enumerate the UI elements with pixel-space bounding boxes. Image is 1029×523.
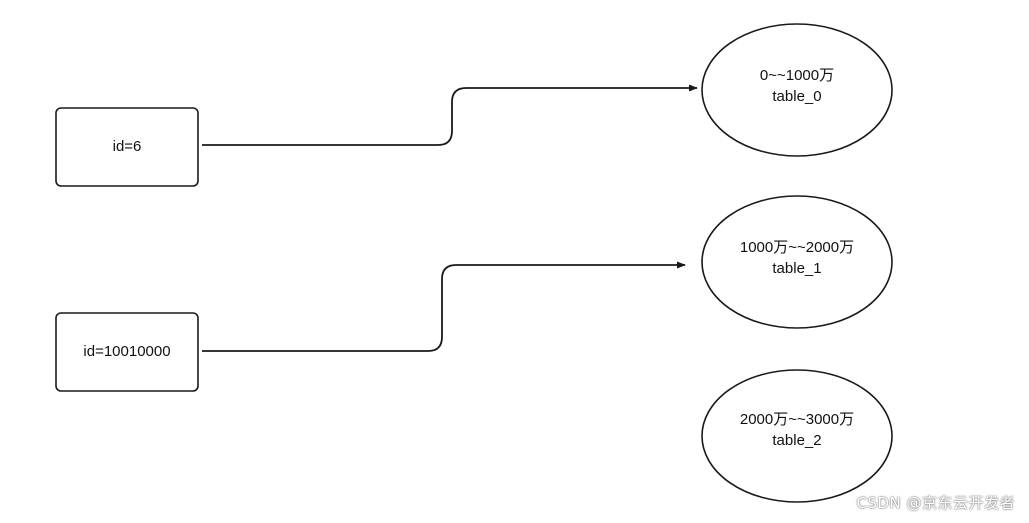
source-node: id=10010000 [55,312,199,392]
table-0-ellipse [701,23,893,157]
target-node: 1000万~~2000万 table_1 [701,195,893,329]
table-1-ellipse [701,195,893,329]
table-2-ellipse [701,369,893,503]
table-label: table_0 [772,88,821,105]
table-label: table_2 [772,432,821,449]
edge-arrow [202,261,686,352]
source-box-id-10010000 [55,312,199,392]
range-label: 1000万~~2000万 [740,239,854,256]
source-node: id=6 [55,107,199,187]
table-label: table_1 [772,260,821,277]
edge-arrow [202,84,698,146]
range-label: 2000万~~3000万 [740,411,854,428]
watermark-text: CSDN @京东云开发者 [856,494,1015,512]
source-label: id=6 [113,138,142,155]
target-node: 0~~1000万 table_0 [701,23,893,157]
range-label: 0~~1000万 [760,67,834,84]
source-box-id-6 [55,107,199,187]
target-node: 2000万~~3000万 table_2 [701,369,893,503]
source-label: id=10010000 [83,343,170,360]
